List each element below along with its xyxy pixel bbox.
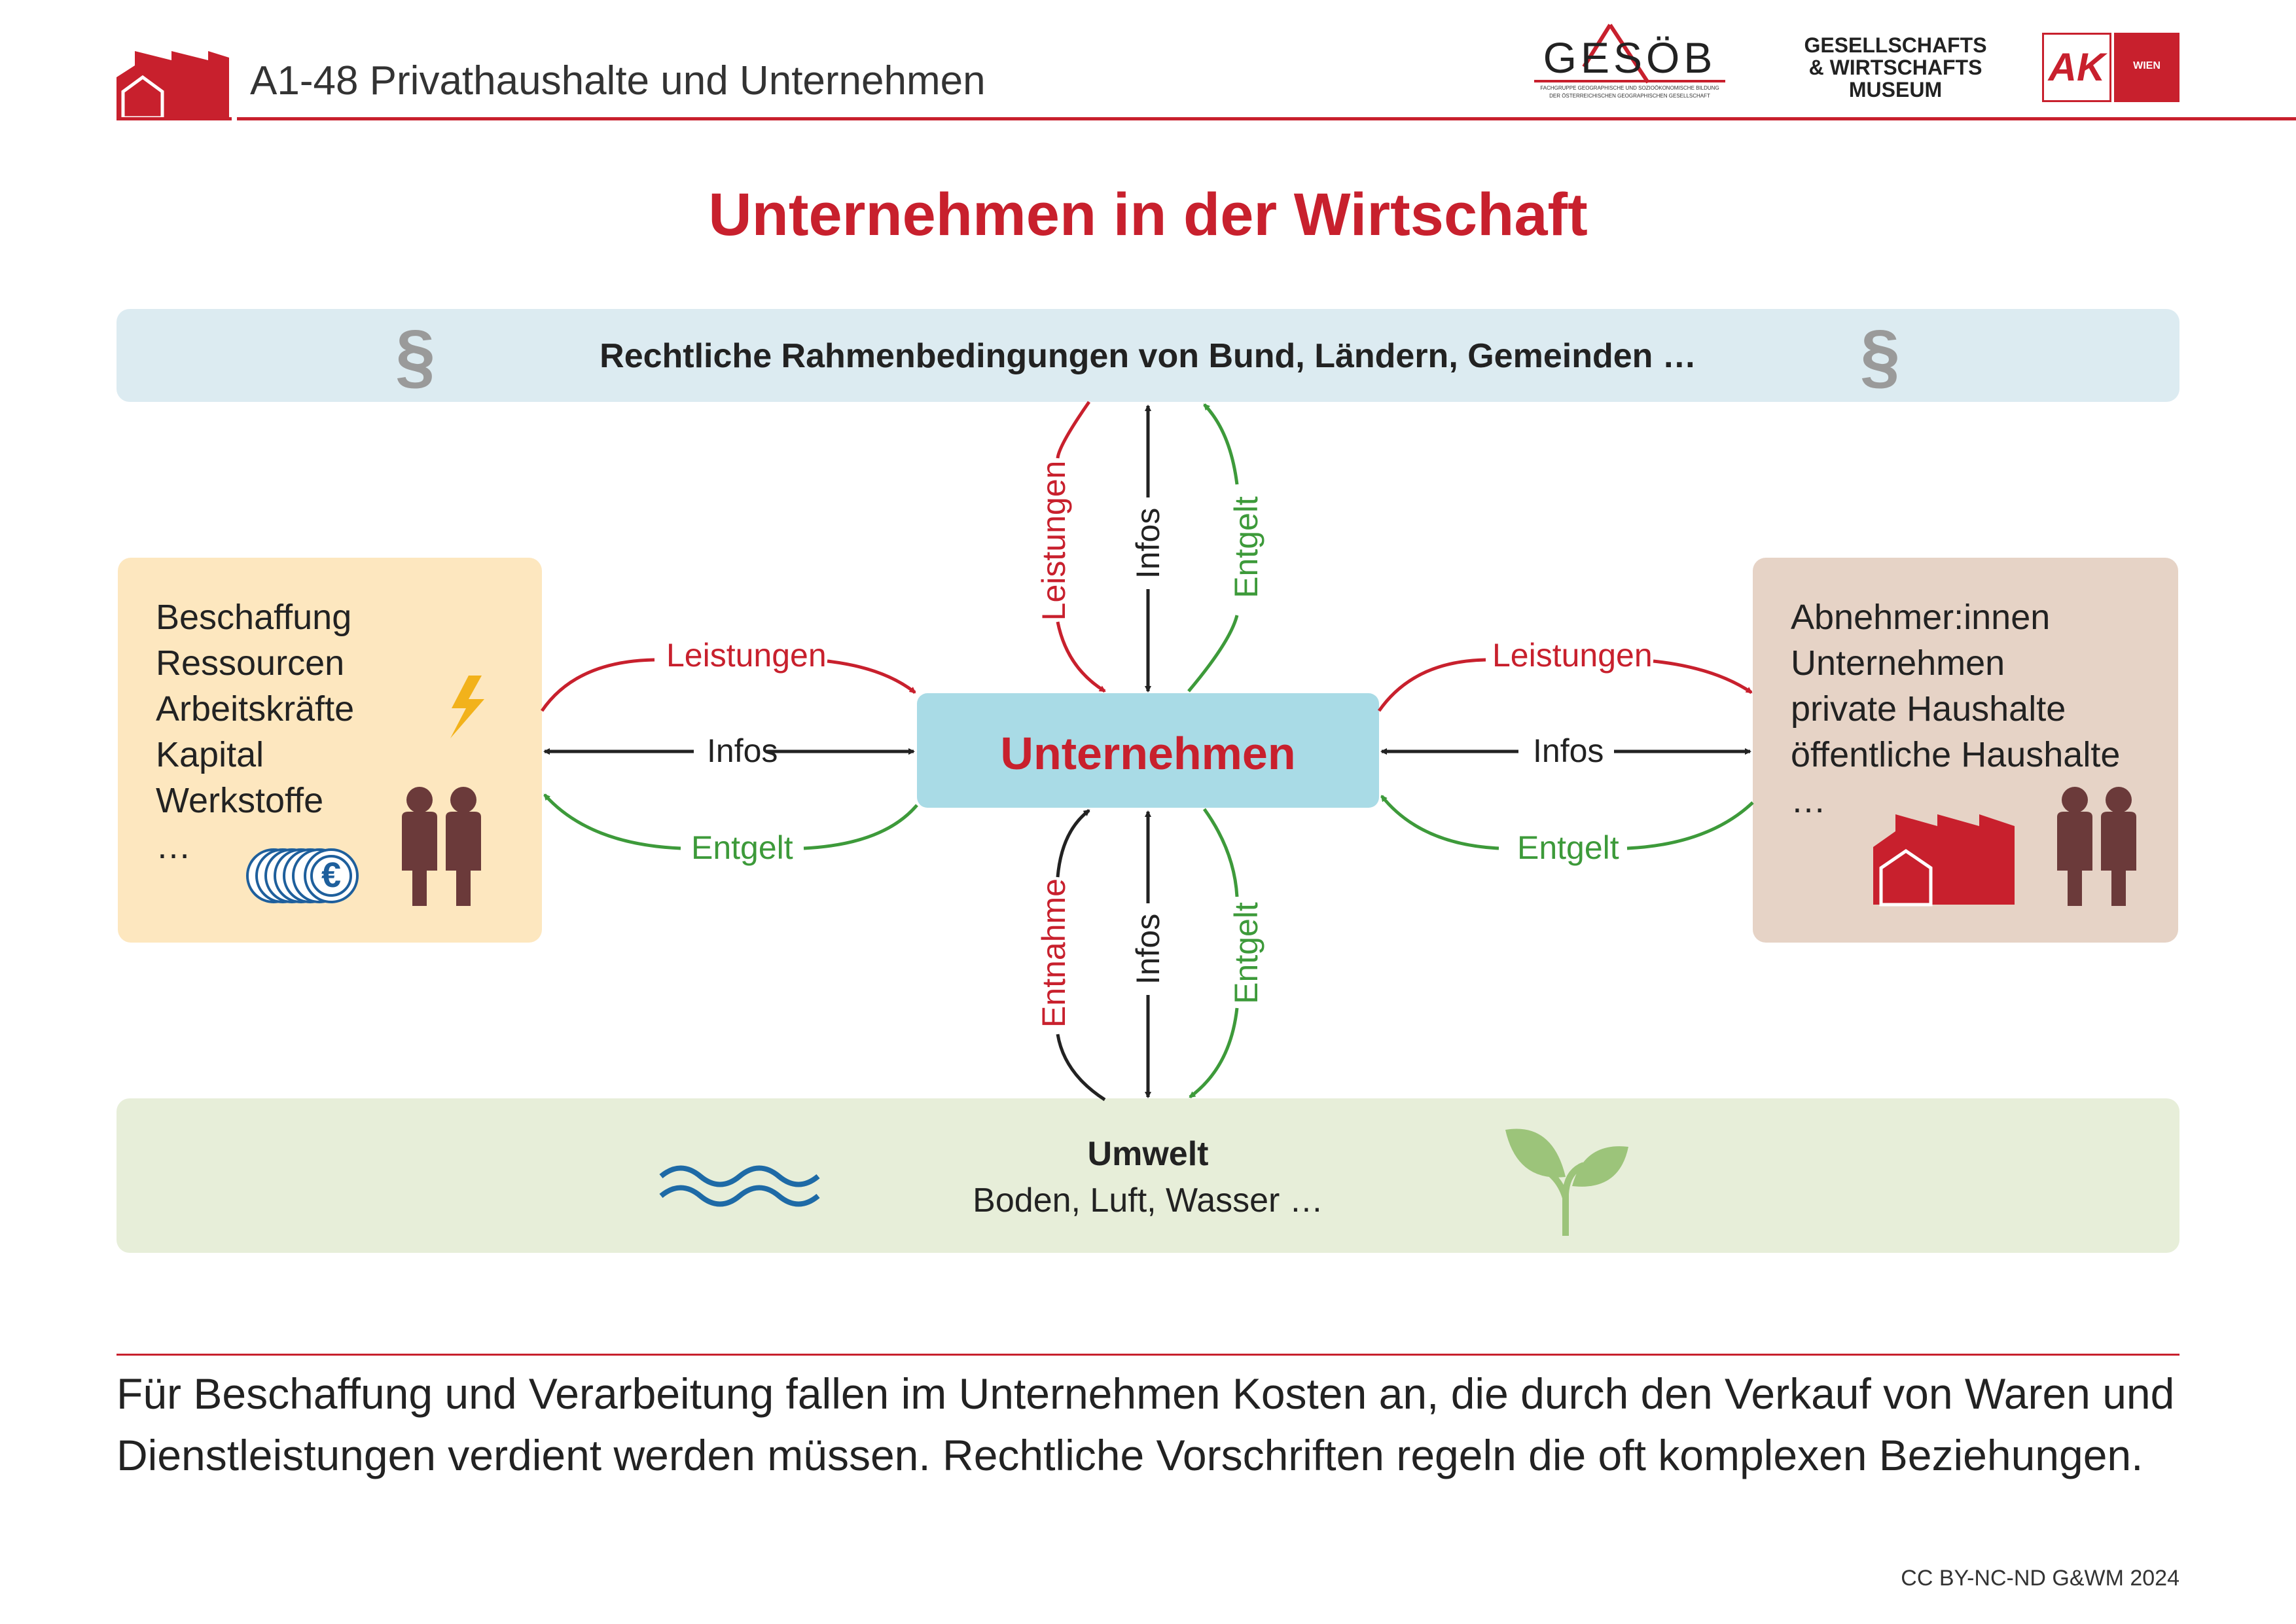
list-item: Unternehmen [1791,643,2005,683]
company-box [917,693,1379,808]
arrow-left-entgelt [803,804,918,850]
customers-list: Abnehmer:innen Unternehmen private Haush… [1791,594,2120,823]
label-left-leistungen: Leistungen [666,637,827,674]
list-item: öffentliche Haushalte [1791,735,2121,774]
arrow-right-leistungen [1377,658,1486,712]
label-right-infos: Infos [1533,732,1604,769]
label-up-leistungen: Leistungen [1035,460,1072,621]
list-item: private Haushalte [1791,689,2066,729]
gesoeb-logo-sub2: DER ÖSTERREICHISCHEN GEOGRAPHISCHEN GESE… [1549,93,1710,99]
museum-logo-line2: & WIRTSCHAFTS [1808,56,1982,79]
label-down-entgelt: Entgelt [1228,902,1265,1004]
arrow-right-entgelt [1626,801,1754,850]
gesoeb-logo-sub1: FACHGRUPPE GEOGRAPHISCHE UND SOZIOÖKONOM… [1540,85,1719,91]
list-item: Beschaffung [156,598,352,637]
euro-symbol: € [321,856,342,895]
gesoeb-logo-text: GESÖB [1543,33,1717,82]
paragraph-symbol-right-icon: § [1860,316,1901,396]
museum-logo-line1: GESELLSCHAFTS [1804,33,1987,57]
procurement-list: Beschaffung Ressourcen Arbeitskräfte Kap… [156,594,354,869]
environment-box [117,1098,2179,1253]
ak-logo-text: AK [2048,45,2106,89]
museum-logo: GESELLSCHAFTS & WIRTSCHAFTS MUSEUM [1797,34,1994,101]
label-down-infos: Infos [1130,913,1166,985]
company-label: Unternehmen [1000,728,1296,779]
description-text: Für Beschaffung und Verarbeitung fallen … [117,1369,2175,1479]
arrow-up-leistungen [1056,401,1091,459]
paragraph-symbol-left-icon: § [395,316,436,396]
list-item: Ressourcen [156,643,345,683]
diagram-title: Unternehmen in der Wirtschaft [708,181,1588,248]
arrow-left-leistungen [540,658,655,712]
label-right-entgelt: Entgelt [1517,829,1619,866]
arrow-up-entgelt [1187,615,1239,693]
label-up-infos: Infos [1130,507,1166,579]
museum-logo-line3: MUSEUM [1848,78,1943,101]
arrow-down-entgelt [1202,808,1239,897]
list-item: Werkstoffe [156,781,324,820]
environment-subtitle: Boden, Luft, Wasser … [973,1182,1323,1219]
label-up-entgelt: Entgelt [1228,496,1265,598]
legal-framework-box [117,309,2179,402]
arrow-down-entnahme [1056,1034,1106,1102]
license-footer: CC BY-NC-ND G&WM 2024 [1901,1566,2179,1591]
label-left-infos: Infos [707,732,778,769]
header-factory-logo-icon [117,51,2296,120]
ak-logo-sub: WIEN [2133,60,2161,71]
legal-framework-text: Rechtliche Rahmenbedingungen von Bund, L… [600,337,1696,375]
label-down-entnahme: Entnahme [1035,878,1072,1028]
gesoeb-logo: GESÖB FACHGRUPPE GEOGRAPHISCHE UND SOZIO… [1532,20,1728,105]
label-right-leistungen: Leistungen [1492,637,1653,674]
list-item: … [156,827,191,866]
list-item: Kapital [156,735,264,774]
ak-logo: AK WIEN [2042,33,2179,102]
bottom-divider [117,1354,2179,1356]
list-item: Arbeitskräfte [156,689,355,729]
label-left-entgelt: Entgelt [691,829,793,866]
list-item: … [1791,781,1826,820]
environment-title: Umwelt [1087,1135,1209,1173]
list-item: Abnehmer:innen [1791,598,2051,637]
header-title: A1-48 Privathaushalte und Unternehmen [250,58,986,103]
